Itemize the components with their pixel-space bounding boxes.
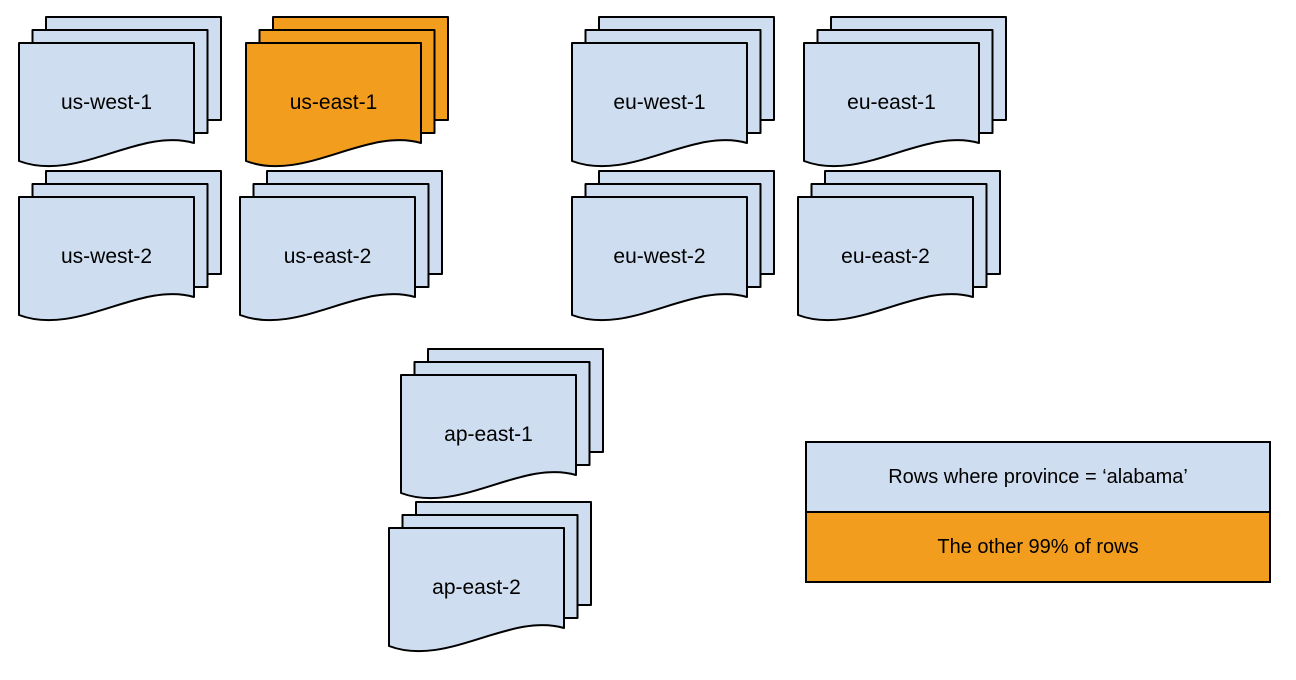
region-stack-ap-east-2: ap-east-2 (388, 501, 593, 659)
region-stack-us-west-1: us-west-1 (18, 16, 223, 174)
document-stack-icon (18, 170, 222, 322)
document-stack-icon (797, 170, 1001, 322)
region-stack-eu-east-2: eu-east-2 (797, 170, 1002, 328)
legend-item-alabama-rows: Rows where province = ‘alabama’ (807, 443, 1269, 511)
document-stack-icon (571, 170, 775, 322)
document-stack-icon (239, 170, 443, 322)
document-stack-icon (18, 16, 222, 168)
document-stack-icon (571, 16, 775, 168)
region-stack-eu-west-2: eu-west-2 (571, 170, 776, 328)
region-stack-eu-west-1: eu-west-1 (571, 16, 776, 174)
region-stack-us-east-2: us-east-2 (239, 170, 444, 328)
region-stack-eu-east-1: eu-east-1 (803, 16, 1008, 174)
region-stack-us-west-2: us-west-2 (18, 170, 223, 328)
region-stack-us-east-1: us-east-1 (245, 16, 450, 174)
document-stack-icon (400, 348, 604, 500)
document-stack-icon (388, 501, 592, 653)
legend-item-other-rows: The other 99% of rows (807, 511, 1269, 581)
document-stack-icon (803, 16, 1007, 168)
legend: Rows where province = ‘alabama’ The othe… (805, 441, 1271, 583)
region-stack-ap-east-1: ap-east-1 (400, 348, 605, 506)
document-stack-icon (245, 16, 449, 168)
